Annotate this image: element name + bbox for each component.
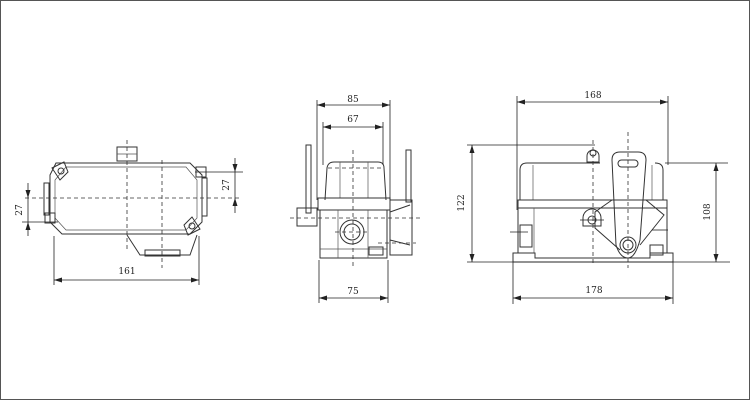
front-body-outline bbox=[49, 162, 203, 235]
front-view: 161 27 27 bbox=[15, 140, 243, 285]
left-lever bbox=[305, 144, 312, 214]
rear-lever bbox=[611, 151, 647, 259]
bottom-tab bbox=[126, 234, 198, 256]
dim-85-label: 85 bbox=[347, 95, 359, 105]
dim-168-label: 168 bbox=[584, 91, 601, 101]
corner-mount-tl bbox=[51, 161, 69, 181]
dim-178-label: 178 bbox=[585, 286, 602, 296]
side-base bbox=[319, 210, 388, 259]
left-nub bbox=[296, 207, 318, 227]
dim-67-label: 67 bbox=[347, 115, 359, 125]
top-ear bbox=[586, 149, 600, 163]
dim-75-label: 75 bbox=[347, 287, 359, 297]
right-lever bbox=[405, 149, 412, 203]
rear-cap bbox=[519, 162, 600, 200]
bottom-slot bbox=[144, 249, 181, 257]
rear-view: 168 122 108 178 bbox=[457, 91, 730, 304]
side-view: 85 67 75 bbox=[290, 95, 420, 303]
dim-122-label: 122 bbox=[457, 194, 467, 211]
rear-feet bbox=[512, 252, 674, 263]
side-cap bbox=[324, 161, 387, 201]
dim-161-label: 161 bbox=[118, 267, 135, 277]
dim-27-left-label: 27 bbox=[15, 204, 25, 216]
right-knob bbox=[389, 199, 413, 256]
dim-108-label: 108 bbox=[703, 203, 713, 220]
dim-27-right-label: 27 bbox=[222, 179, 232, 191]
corner-mount-br bbox=[183, 216, 201, 236]
